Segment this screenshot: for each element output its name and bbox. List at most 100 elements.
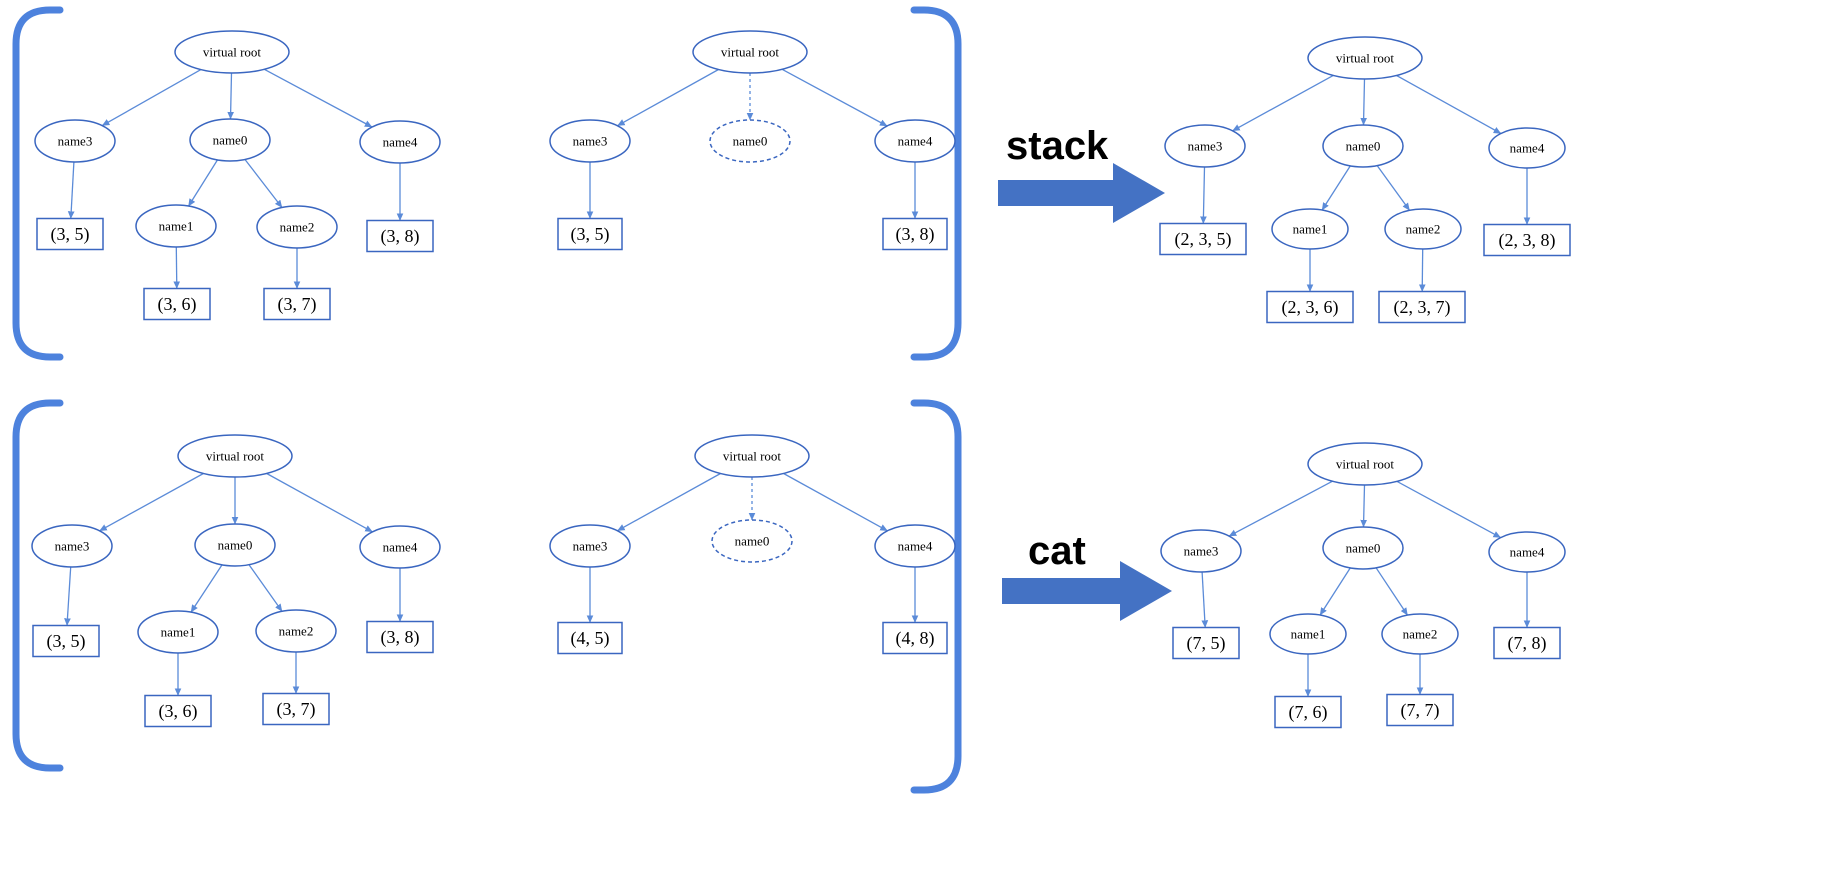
edge-name3-leaf3 [1200,166,1207,224]
node-name1 [137,610,219,654]
leaf-value-leaf4: (3, 8) [381,627,420,648]
leaf-box-leaf4 [882,621,948,655]
node-label-name0: name0 [1346,139,1381,154]
node-label-name1: name1 [1293,222,1328,237]
node-label-name2: name2 [1403,627,1438,642]
node-name2 [1384,208,1462,250]
leaf-value-leaf3: (4, 5) [571,628,610,649]
edge-name0-name1 [1321,165,1351,211]
node-name3 [549,119,631,163]
node-label-name2: name2 [279,624,314,639]
node-label-vroot: virtual root [206,449,265,464]
edge-name3-leaf3 [1201,571,1209,628]
node-name3 [549,524,631,568]
node-label-name3: name3 [58,134,93,149]
node-name0 [194,523,276,567]
node-label-name3: name3 [573,134,608,149]
leaf-box-leaf1 [1266,290,1354,324]
leaf-box-leaf4 [1493,626,1561,660]
edge-vroot-name4 [783,472,888,532]
node-label-name0: name0 [733,134,768,149]
edge-vroot-name0 [1360,78,1368,126]
node-vroot [1307,36,1423,80]
leaf-value-leaf3: (7, 5) [1187,633,1226,654]
edge-name0-name2 [248,564,283,612]
leaf-value-leaf4: (4, 8) [896,628,935,649]
node-vroot [694,434,810,478]
node-name4 [359,525,441,569]
edge-name0-name1 [1319,567,1351,616]
leaf-box-leaf3 [36,217,104,251]
leaf-value-leaf3: (3, 5) [571,224,610,245]
node-label-name4: name4 [898,539,933,554]
leaf-value-leaf3: (3, 5) [51,224,90,245]
node-name0 [1322,526,1404,570]
cat-operation-label: cat [1028,529,1086,573]
leaf-value-leaf1: (7, 6) [1289,702,1328,723]
edge-vroot-name4 [1396,480,1501,539]
leaf-value-leaf4: (7, 8) [1508,633,1547,654]
node-label-vroot: virtual root [203,45,262,60]
bracket-cat-open [12,399,64,772]
leaf-box-leaf4 [1483,223,1571,257]
node-label-name1: name1 [1291,627,1326,642]
node-name3 [34,119,116,163]
edge-name0-name2 [244,159,283,208]
leaf-box-leaf2 [262,692,330,726]
leaf-value-leaf2: (3, 7) [277,699,316,720]
leaf-value-leaf4: (2, 3, 8) [1499,230,1556,251]
node-label-vroot: virtual root [1336,457,1395,472]
edge-vroot-name4 [263,68,373,128]
node-label-name3: name3 [55,539,90,554]
node-name2 [256,205,338,249]
node-name0 [189,118,271,162]
leaf-box-leaf3 [32,624,100,658]
node-name1 [1269,613,1347,655]
node-label-name0: name0 [1346,541,1381,556]
leaf-value-leaf3: (3, 5) [47,631,86,652]
leaf-box-leaf1 [1274,695,1342,729]
leaf-value-leaf1: (2, 3, 6) [1282,297,1339,318]
node-vroot [174,30,290,74]
edge-name0-name1 [190,564,223,613]
node-name0 [1322,124,1404,168]
edge-vroot-name4 [266,472,373,533]
leaf-value-leaf1: (3, 6) [159,701,198,722]
leaf-box-leaf2 [1386,693,1454,727]
leaf-box-leaf1 [143,287,211,321]
leaf-box-leaf3 [557,217,623,251]
leaf-value-leaf1: (3, 6) [158,294,197,315]
leaf-value-leaf2: (2, 3, 7) [1394,297,1451,318]
edge-name2-leaf2 [1418,248,1426,292]
node-label-name4: name4 [898,134,933,149]
node-vroot [177,434,293,478]
leaf-box-leaf4 [366,219,434,253]
edge-vroot-name3 [1228,480,1333,537]
bracket-stack-open [12,6,64,361]
edge-vroot-name4 [781,68,888,127]
leaf-value-leaf2: (7, 7) [1401,700,1440,721]
node-label-name4: name4 [1510,141,1545,156]
node-label-name4: name4 [383,135,418,150]
node-name4 [874,524,956,568]
node-name2 [255,609,337,653]
leaf-box-leaf3 [1172,626,1240,660]
node-label-name0: name0 [735,534,770,549]
node-vroot [692,30,808,74]
node-label-name4: name4 [1510,545,1545,560]
node-name4 [1488,127,1566,169]
leaf-box-leaf4 [882,217,948,251]
node-name3 [1164,124,1246,168]
node-name0 [711,519,793,563]
stack-operation-label: stack [1006,124,1109,168]
edge-name0-name2 [1375,567,1409,616]
leaf-box-leaf3 [1159,222,1247,256]
node-label-vroot: virtual root [1336,51,1395,66]
edge-name3-leaf3 [64,566,72,626]
node-label-vroot: virtual root [721,45,780,60]
